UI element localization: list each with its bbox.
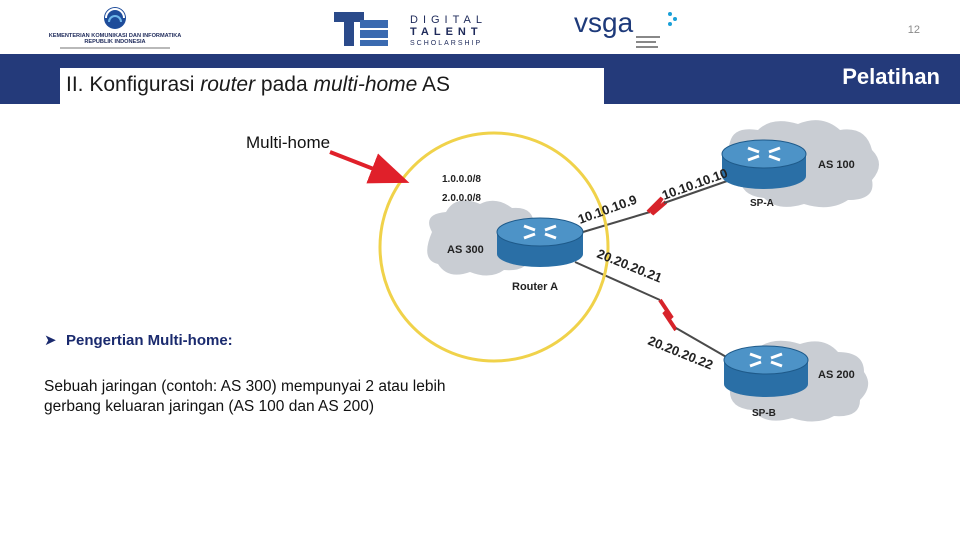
digital-talent-scholarship-logo: DIGITAL TALENT SCHOLARSHIP <box>330 6 500 50</box>
svg-text:KEMENTERIAN KOMUNIKASI DAN INF: KEMENTERIAN KOMUNIKASI DAN INFORMATIKA <box>49 33 182 39</box>
pelatihan-label: Pelatihan <box>842 64 940 89</box>
label-router-a: Router A <box>512 281 558 293</box>
svg-text:vsga: vsga <box>574 7 634 38</box>
title-box <box>60 68 604 104</box>
router-icon-router-a <box>496 217 584 267</box>
label-sp-b: SP-B <box>752 408 776 419</box>
router-icon-sp-b <box>723 345 809 397</box>
title-prefix: II. Konfigurasi <box>66 73 201 96</box>
title-mid: pada <box>255 73 314 96</box>
multihome-circle <box>378 131 610 363</box>
link-sp-a <box>582 179 731 233</box>
label-ip-a-local: 10.10.10.9 <box>576 192 639 227</box>
svg-text:REPUBLIK INDONESIA: REPUBLIK INDONESIA <box>84 39 145 45</box>
kominfo-logo: KEMENTERIAN KOMUNIKASI DAN INFORMATIKA R… <box>30 4 200 52</box>
arrow-icon <box>329 150 410 184</box>
svg-text:TALENT: TALENT <box>410 26 483 38</box>
svg-text:DIGITAL: DIGITAL <box>410 14 487 26</box>
vsga-logo: vsga <box>574 6 684 52</box>
label-net1: 1.0.0.0/8 <box>442 174 481 185</box>
label-sp-a: SP-A <box>750 198 774 209</box>
description-text: Sebuah jaringan (contoh: AS 300) mempuny… <box>44 378 446 415</box>
label-as300: AS 300 <box>447 244 484 256</box>
title-suffix: AS <box>417 73 451 96</box>
label-ip-b-remote: 20.20.20.22 <box>646 333 715 373</box>
router-icon-sp-a <box>721 139 807 189</box>
title-multihome: multi-home <box>313 73 418 96</box>
page-title: II. Konfigurasi router pada multi-home A… <box>66 73 450 97</box>
bullet-title: Pengertian Multi-home: <box>66 332 233 349</box>
page-number: 12 <box>907 24 920 36</box>
label-as100: AS 100 <box>818 159 855 171</box>
label-as200: AS 200 <box>818 369 855 381</box>
svg-text:SCHOLARSHIP: SCHOLARSHIP <box>410 40 482 47</box>
title-router: router <box>200 73 256 96</box>
label-net2: 2.0.0.0/8 <box>442 193 481 204</box>
arrow-bullet-icon: ➤ <box>44 332 57 349</box>
multihome-callout-label: Multi-home <box>246 133 331 152</box>
